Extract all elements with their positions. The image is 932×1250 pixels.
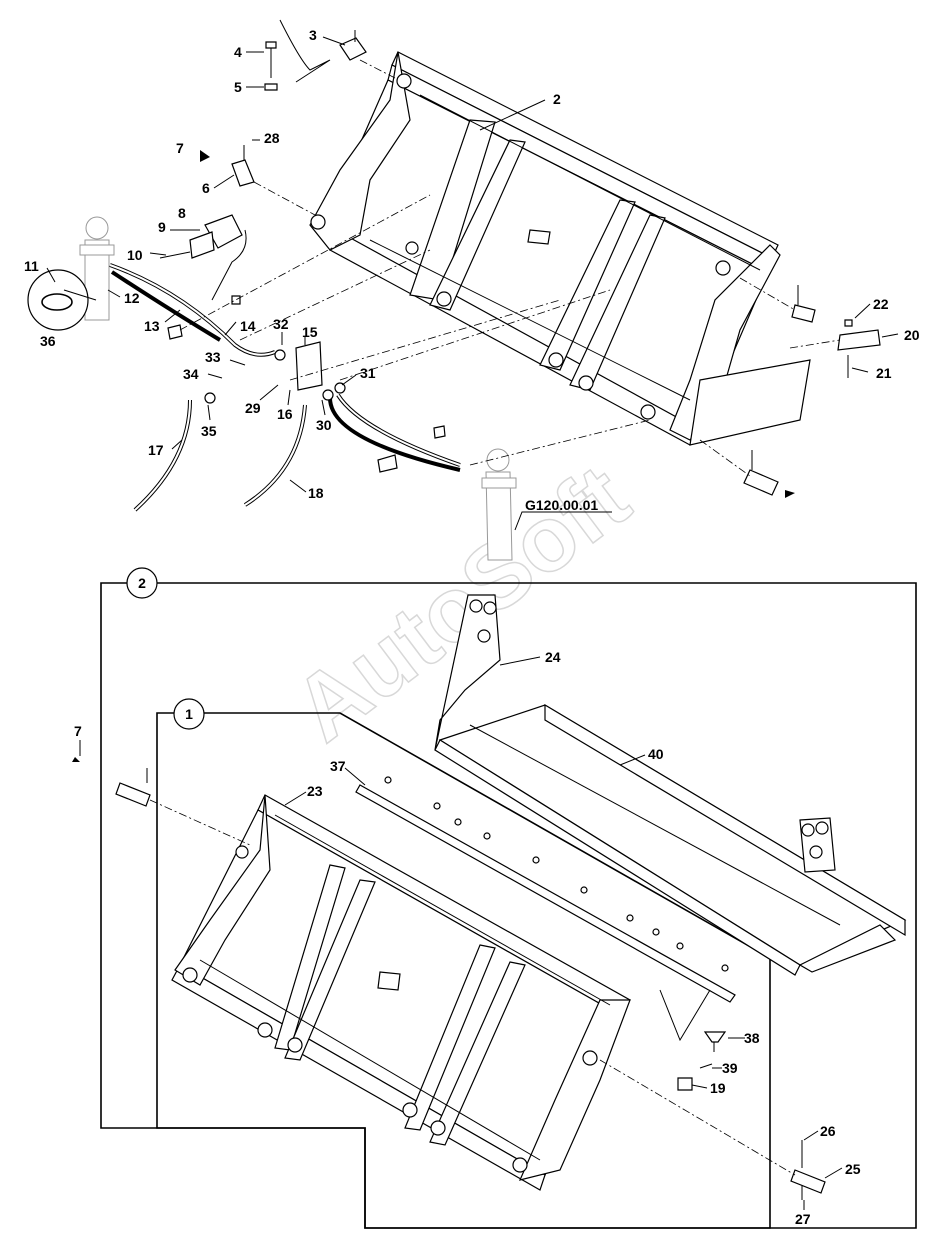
callout-38: 38 [744, 1030, 760, 1046]
lift-cylinder-right [481, 448, 612, 561]
callout-40: 40 [648, 746, 664, 762]
callout-16: 16 [277, 406, 293, 422]
callout-2: 2 [553, 91, 561, 107]
callout-24: 24 [545, 649, 561, 665]
variant-frame-1: 1 [156, 698, 771, 1229]
callout-33: 33 [205, 349, 221, 365]
bottom-pins [72, 757, 826, 1200]
callout-22: 22 [873, 296, 889, 312]
cutting-edge-bolts [355, 776, 736, 1091]
callout-4: 4 [234, 44, 242, 60]
callout-8: 8 [178, 205, 186, 221]
callout-31: 31 [360, 365, 376, 381]
callout-26: 26 [820, 1123, 836, 1139]
bucket-variant-1 [171, 794, 631, 1191]
callout-27: 27 [795, 1211, 811, 1227]
callout-5: 5 [234, 79, 242, 95]
assembly-lines [179, 194, 651, 466]
assembly-reference: G120.00.01 [525, 497, 598, 513]
callout-10: 10 [127, 247, 143, 263]
callout-19: 19 [710, 1080, 726, 1096]
callout-11: 11 [24, 258, 39, 274]
callout-12: 12 [124, 290, 140, 306]
hydraulic-hoses [109, 263, 461, 512]
callout-15: 15 [302, 324, 318, 340]
hose-clamp-parts [159, 214, 247, 305]
callout-34: 34 [183, 366, 199, 382]
callout-23: 23 [307, 783, 323, 799]
callout-labels: 2 3 4 5 6 7 8 9 10 11 12 13 14 15 16 17 … [24, 27, 920, 1227]
callout-37: 37 [330, 758, 346, 774]
callout-35: 35 [201, 423, 217, 439]
bucket-assembly-top [309, 51, 811, 446]
bucket-variant-2 [434, 594, 907, 976]
callout-6: 6 [202, 180, 210, 196]
variant-tag-2: 2 [138, 575, 146, 591]
callout-30: 30 [316, 417, 332, 433]
callout-13: 13 [144, 318, 160, 334]
leader-lines [46, 36, 899, 1210]
callout-7: 7 [176, 140, 184, 156]
callout-20: 20 [904, 327, 920, 343]
callout-36: 36 [40, 333, 56, 349]
callout-7-lower: 7 [74, 723, 82, 739]
callout-17: 17 [148, 442, 164, 458]
callout-28: 28 [264, 130, 280, 146]
callout-9: 9 [158, 219, 166, 235]
top-hardware [200, 19, 881, 498]
callout-18: 18 [308, 485, 324, 501]
callout-39: 39 [722, 1060, 738, 1076]
callout-14: 14 [240, 318, 256, 334]
variant-tag-1: 1 [185, 706, 193, 722]
callout-29: 29 [245, 400, 261, 416]
callout-25: 25 [845, 1161, 861, 1177]
callout-3: 3 [309, 27, 317, 43]
callout-21: 21 [876, 365, 892, 381]
lift-cylinder-left [27, 216, 115, 331]
callout-32: 32 [273, 316, 289, 332]
